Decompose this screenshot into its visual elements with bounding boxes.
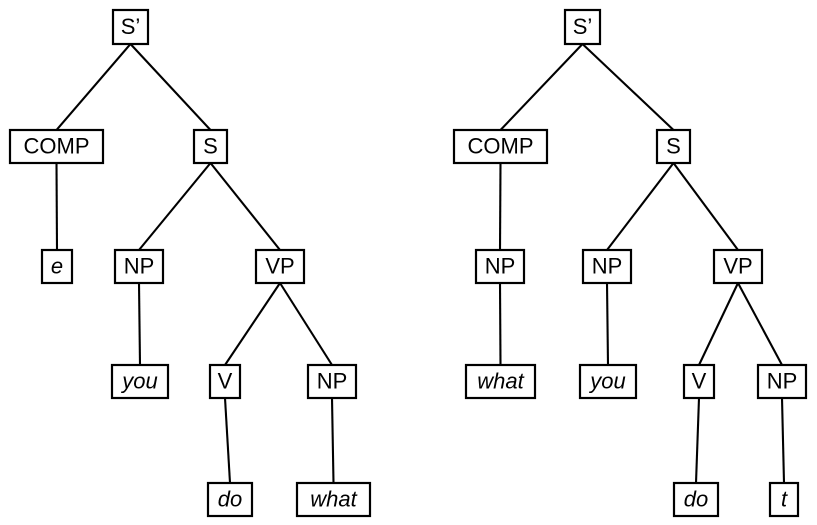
node-label: t (781, 486, 788, 511)
node-label: what (477, 368, 524, 393)
tree-edge (55, 162, 59, 251)
node-box (111, 8, 150, 46)
node-box (452, 128, 549, 165)
node-box (113, 248, 165, 285)
node-label: NP (124, 253, 155, 278)
tree-edge (498, 282, 502, 366)
node-label: V (218, 368, 233, 393)
tree-edge (209, 162, 281, 251)
node-label: what (310, 486, 357, 511)
tree-edge (138, 162, 212, 251)
node-label: S’ (573, 14, 593, 39)
node-box (581, 248, 633, 285)
node-label: S’ (121, 14, 141, 39)
tree-node-you[interactable]: you (110, 363, 170, 400)
node-box (756, 363, 808, 400)
tree-edge (698, 282, 739, 366)
node-label: COMP (24, 133, 90, 158)
tree-node-t[interactable]: t (768, 481, 800, 518)
tree-node-comp[interactable]: COMP (452, 128, 549, 165)
node-box (655, 128, 692, 165)
node-box (295, 481, 372, 518)
node-label: you (588, 368, 625, 393)
tree-node-vp[interactable]: VP (712, 248, 764, 285)
node-label: S (666, 133, 681, 158)
tree-node-comp[interactable]: COMP (8, 128, 105, 165)
tree-node-np[interactable]: NP (474, 248, 526, 285)
node-label: NP (592, 253, 623, 278)
node-box (474, 248, 526, 285)
tree-edge (605, 282, 610, 366)
tree-node-do[interactable]: do (206, 481, 254, 518)
node-box (8, 128, 105, 165)
node-box (712, 248, 764, 285)
edges-layer (55, 43, 786, 484)
node-box (206, 481, 254, 518)
node-box (110, 363, 170, 400)
tree-edge (330, 397, 335, 484)
node-box (208, 363, 242, 400)
node-label: S (203, 133, 218, 158)
tree-edge (224, 282, 281, 366)
tree-node-e[interactable]: e (40, 248, 74, 285)
node-box (578, 363, 638, 400)
tree-edge (279, 282, 333, 366)
tree-node-np[interactable]: NP (306, 363, 358, 400)
s-structure-tree-nodes: S’ COMP S NP NP VP what you V NP do t (452, 8, 808, 518)
tree-edge (606, 162, 675, 251)
tree-node-np[interactable]: NP (581, 248, 633, 285)
tree-node-you[interactable]: you (578, 363, 638, 400)
tree-node-sbar[interactable]: S’ (111, 8, 150, 46)
tree-node-s[interactable]: S (192, 128, 229, 165)
node-box (768, 481, 800, 518)
tree-edge (137, 282, 142, 366)
tree-edge (499, 43, 584, 131)
s-structure-tree-edges (498, 43, 786, 484)
tree-node-s[interactable]: S (655, 128, 692, 165)
node-label: do (684, 486, 708, 511)
tree-edge (223, 397, 232, 484)
node-box (563, 8, 602, 46)
tree-edge (780, 397, 786, 484)
node-label: e (51, 253, 63, 278)
tree-node-what[interactable]: what (464, 363, 537, 400)
tree-node-np[interactable]: NP (756, 363, 808, 400)
node-label: NP (317, 368, 348, 393)
tree-edge (55, 43, 132, 131)
node-box (464, 363, 537, 400)
node-box (192, 128, 229, 165)
tree-edge (129, 43, 212, 131)
d-structure-tree-edges (55, 43, 335, 484)
tree-edge (498, 162, 502, 251)
tree-node-sbar[interactable]: S’ (563, 8, 602, 46)
node-label: you (120, 368, 157, 393)
node-label: NP (767, 368, 798, 393)
node-label: VP (723, 253, 752, 278)
node-label: do (218, 486, 242, 511)
tree-edge (672, 162, 739, 251)
tree-edge (694, 397, 701, 484)
node-label: COMP (468, 133, 534, 158)
node-box (682, 363, 716, 400)
tree-node-what[interactable]: what (295, 481, 372, 518)
node-box (40, 248, 74, 285)
tree-node-vp[interactable]: VP (254, 248, 306, 285)
node-box (672, 481, 720, 518)
tree-node-v[interactable]: V (208, 363, 242, 400)
tree-edge (581, 43, 675, 131)
tree-node-do[interactable]: do (672, 481, 720, 518)
node-box (254, 248, 306, 285)
node-label: VP (265, 253, 294, 278)
tree-edge (737, 282, 783, 366)
tree-node-v[interactable]: V (682, 363, 716, 400)
node-label: NP (485, 253, 516, 278)
node-label: V (692, 368, 707, 393)
node-box (306, 363, 358, 400)
tree-node-np[interactable]: NP (113, 248, 165, 285)
